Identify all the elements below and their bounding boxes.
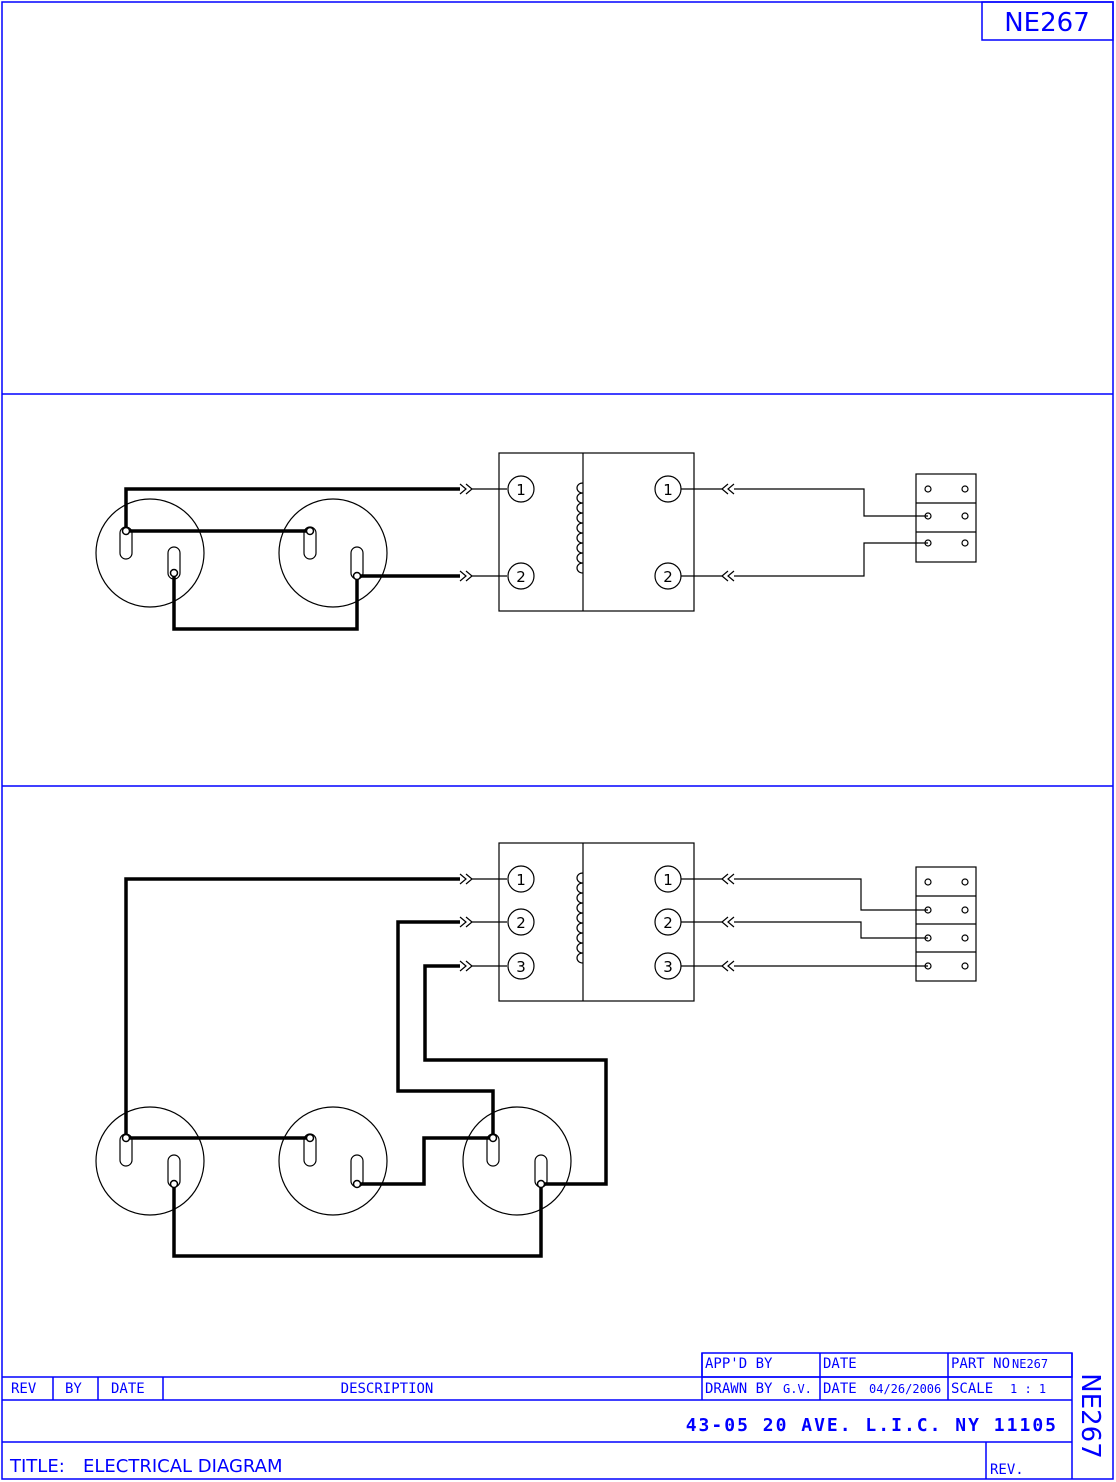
- rev-bottom-label: REV.: [990, 1462, 1024, 1478]
- date-label: DATE: [111, 1381, 145, 1397]
- date-value: 04/26/2006: [869, 1382, 941, 1396]
- transformer: 1 2 1 2: [498, 452, 695, 612]
- date-label-2: DATE: [823, 1381, 857, 1397]
- lamp-socket-1: [95, 498, 205, 608]
- primary-terminal-label: 1: [516, 871, 526, 889]
- wire: [734, 542, 928, 577]
- part-number-box: NE267: [981, 1, 1114, 41]
- wire: [357, 1136, 493, 1186]
- lamp-socket-1: [95, 1106, 205, 1216]
- connector-arrow: [681, 873, 735, 972]
- wire: [734, 878, 928, 911]
- appd-by-label: APP'D BY: [705, 1356, 773, 1372]
- connector-arrow: [681, 483, 735, 582]
- wire: [124, 487, 460, 531]
- part-no-label: PART NO: [951, 1356, 1010, 1372]
- diagram-two-lamp: 1 2 1 2: [95, 452, 977, 631]
- primary-terminal-label: 3: [516, 958, 526, 976]
- lamp-socket-2: [278, 1106, 388, 1216]
- wire: [172, 573, 359, 631]
- part-number-label: NE267: [1004, 8, 1090, 38]
- transformer-coil: [576, 482, 584, 574]
- title-value: ELECTRICAL DIAGRAM: [83, 1456, 283, 1477]
- part-no-value: NE267: [1012, 1357, 1048, 1371]
- connector-block: [915, 866, 977, 982]
- primary-terminal-label: 2: [516, 568, 526, 586]
- wire: [172, 1184, 543, 1258]
- company-address: 43-05 20 AVE. L.I.C. NY 11105: [686, 1415, 1058, 1436]
- wire: [124, 877, 460, 1138]
- diagram-three-lamp: 1 2 3 1 2 3: [95, 842, 977, 1258]
- wire: [396, 920, 495, 1138]
- wire: [423, 964, 608, 1186]
- transformer-coil: [576, 872, 584, 964]
- title-block: APP'D BY DATE PART NO NE267 REV BY DATE …: [2, 1352, 1105, 1479]
- side-part-number: NE267: [1075, 1373, 1105, 1459]
- connector-arrow: [459, 873, 507, 972]
- by-label: BY: [65, 1381, 82, 1397]
- scale-label: SCALE: [951, 1381, 993, 1397]
- date-label-top: DATE: [823, 1356, 857, 1372]
- secondary-terminal-label: 1: [663, 871, 673, 889]
- transformer: 1 2 3 1 2 3: [498, 842, 695, 1002]
- wire: [734, 921, 928, 939]
- secondary-terminal-label: 2: [663, 914, 673, 932]
- secondary-terminal-label: 3: [663, 958, 673, 976]
- secondary-terminal-label: 2: [663, 568, 673, 586]
- secondary-terminal-label: 1: [663, 481, 673, 499]
- drawn-by-value: G.V.: [783, 1382, 812, 1396]
- connector-arrow: [459, 483, 507, 582]
- primary-terminal-label: 1: [516, 481, 526, 499]
- scale-value: 1 : 1: [1010, 1382, 1046, 1396]
- connector-block: [915, 473, 977, 563]
- primary-terminal-label: 2: [516, 914, 526, 932]
- rev-label: REV: [11, 1381, 37, 1397]
- lamp-socket-2: [278, 498, 388, 608]
- wire: [734, 488, 928, 517]
- drawn-by-label: DRAWN BY: [705, 1381, 773, 1397]
- lamp-socket-3: [462, 1106, 572, 1216]
- description-label: DESCRIPTION: [341, 1381, 434, 1397]
- title-label: TITLE:: [9, 1456, 65, 1477]
